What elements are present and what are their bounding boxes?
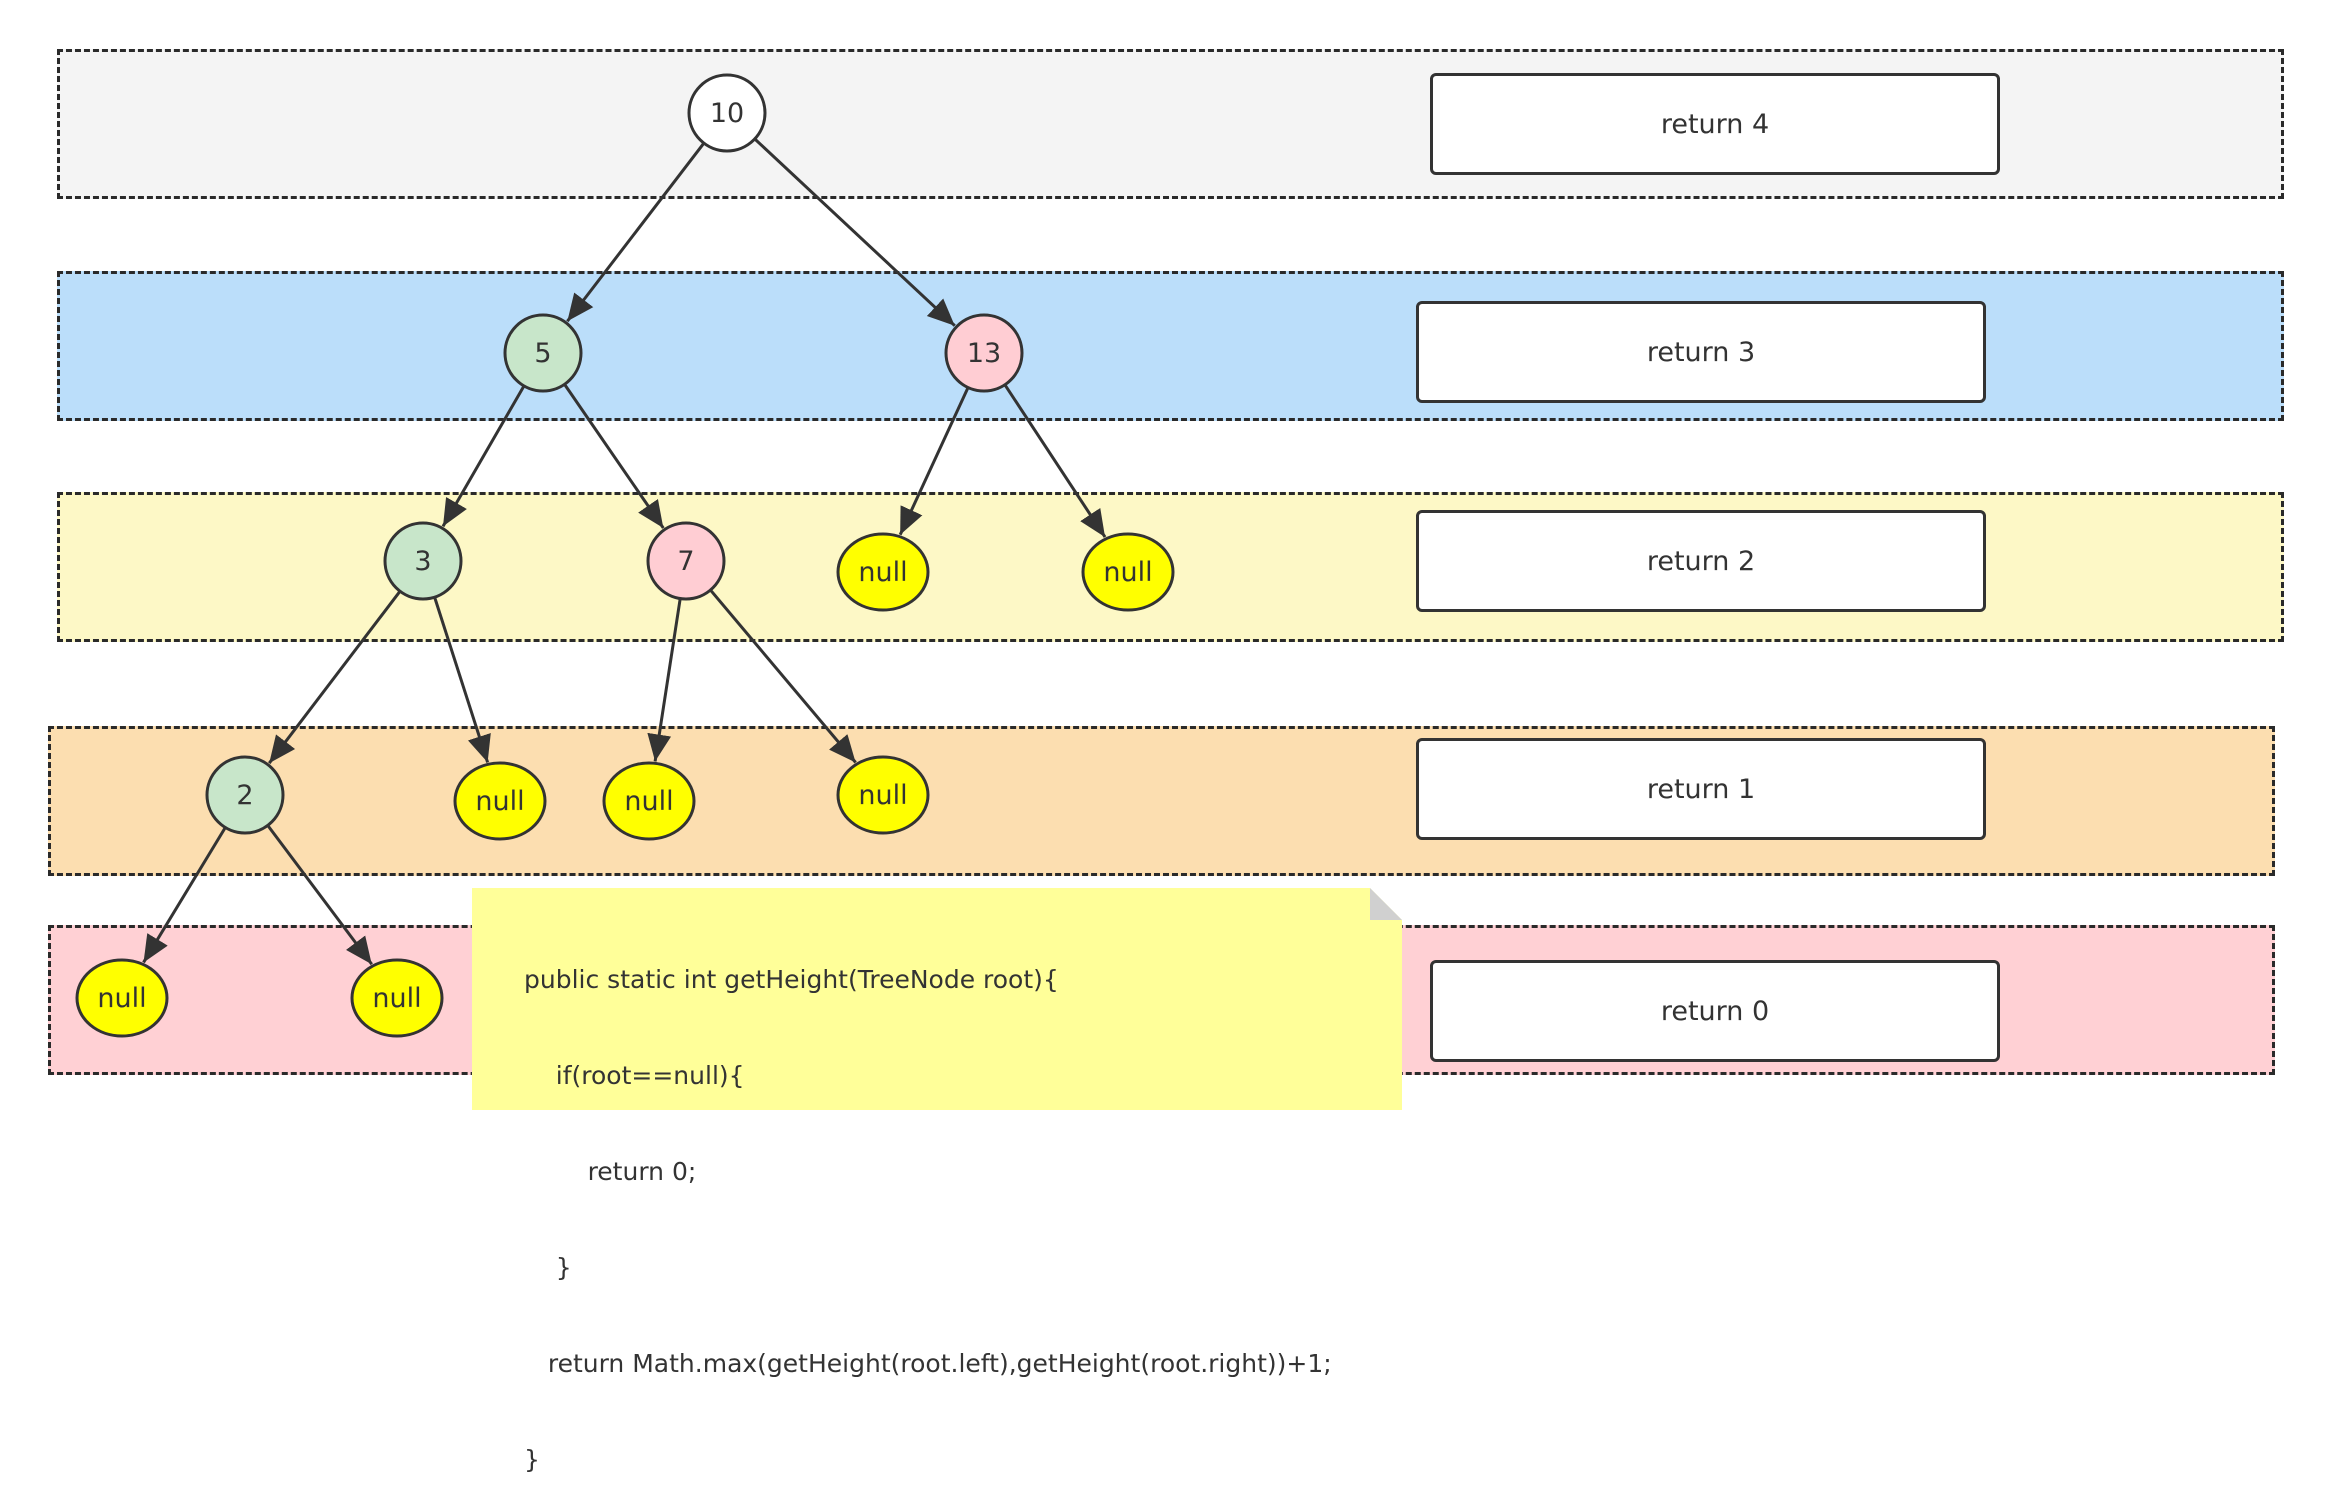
code-block: public static int getHeight(TreeNode roo… xyxy=(524,900,1332,1508)
binary-tree: 10 5 13 3 7 null null 2 null null null null null xyxy=(75,73,1175,1038)
node-label: 2 xyxy=(236,780,253,811)
node-label: 10 xyxy=(710,98,744,129)
edge-arrow xyxy=(709,589,857,764)
edge-arrow xyxy=(433,597,491,763)
null-node: null xyxy=(602,761,696,841)
node-circle xyxy=(503,313,583,393)
null-node: null xyxy=(836,532,930,612)
node-circle xyxy=(453,761,547,841)
node-circle xyxy=(836,755,930,835)
return-box-2: return 2 xyxy=(1416,510,1986,612)
edge-arrow xyxy=(566,143,705,323)
tree-node: 3 xyxy=(383,521,463,601)
node-label: null xyxy=(475,786,524,817)
node-circle xyxy=(383,521,463,601)
node-label: 13 xyxy=(967,338,1001,369)
node-circle xyxy=(350,958,444,1038)
edge-arrow xyxy=(1004,384,1107,538)
null-node: null xyxy=(75,958,169,1038)
code-note xyxy=(472,888,1402,1110)
return-box-1: return 1 xyxy=(1416,738,1986,840)
tree-node: 5 xyxy=(503,313,583,393)
node-circle xyxy=(205,755,285,835)
null-node: null xyxy=(1081,532,1175,612)
node-label: null xyxy=(858,557,907,588)
node-circle xyxy=(944,313,1024,393)
node-label: null xyxy=(1103,557,1152,588)
tree-node: 13 xyxy=(944,313,1024,393)
edge-arrow xyxy=(647,599,682,762)
node-label: 7 xyxy=(677,546,694,577)
node-label: null xyxy=(624,786,673,817)
return-box-0: return 0 xyxy=(1430,960,2000,1062)
edge-arrow xyxy=(142,827,227,964)
edge-arrow xyxy=(754,138,956,327)
node-label: 5 xyxy=(534,338,551,369)
code-line: if(root==null){ xyxy=(524,1061,745,1090)
node-circle xyxy=(836,532,930,612)
edge-arrow xyxy=(563,384,665,529)
edge-arrow xyxy=(268,591,401,765)
node-label: null xyxy=(97,983,146,1014)
node-circle xyxy=(646,521,726,601)
return-box-4: return 4 xyxy=(1430,73,2000,175)
node-label: null xyxy=(372,983,421,1014)
null-node: null xyxy=(350,958,444,1038)
node-circle xyxy=(602,761,696,841)
node-label: null xyxy=(858,780,907,811)
node-circle xyxy=(75,958,169,1038)
node-label: 3 xyxy=(414,546,431,577)
code-line: } xyxy=(524,1445,540,1474)
tree-node: 10 xyxy=(687,73,767,153)
node-circle xyxy=(687,73,767,153)
code-line: public static int getHeight(TreeNode roo… xyxy=(524,965,1059,994)
tree-node: 7 xyxy=(646,521,726,601)
edge-arrow xyxy=(441,386,525,528)
edge-arrow xyxy=(898,387,970,536)
edge-arrow xyxy=(267,825,373,966)
code-line: } xyxy=(524,1253,572,1282)
node-circle xyxy=(1081,532,1175,612)
null-node: null xyxy=(836,755,930,835)
null-node: null xyxy=(453,761,547,841)
return-box-3: return 3 xyxy=(1416,301,1986,403)
tree-node: 2 xyxy=(205,755,285,835)
code-line: return 0; xyxy=(524,1157,697,1186)
code-line: return Math.max(getHeight(root.left),get… xyxy=(524,1349,1332,1378)
